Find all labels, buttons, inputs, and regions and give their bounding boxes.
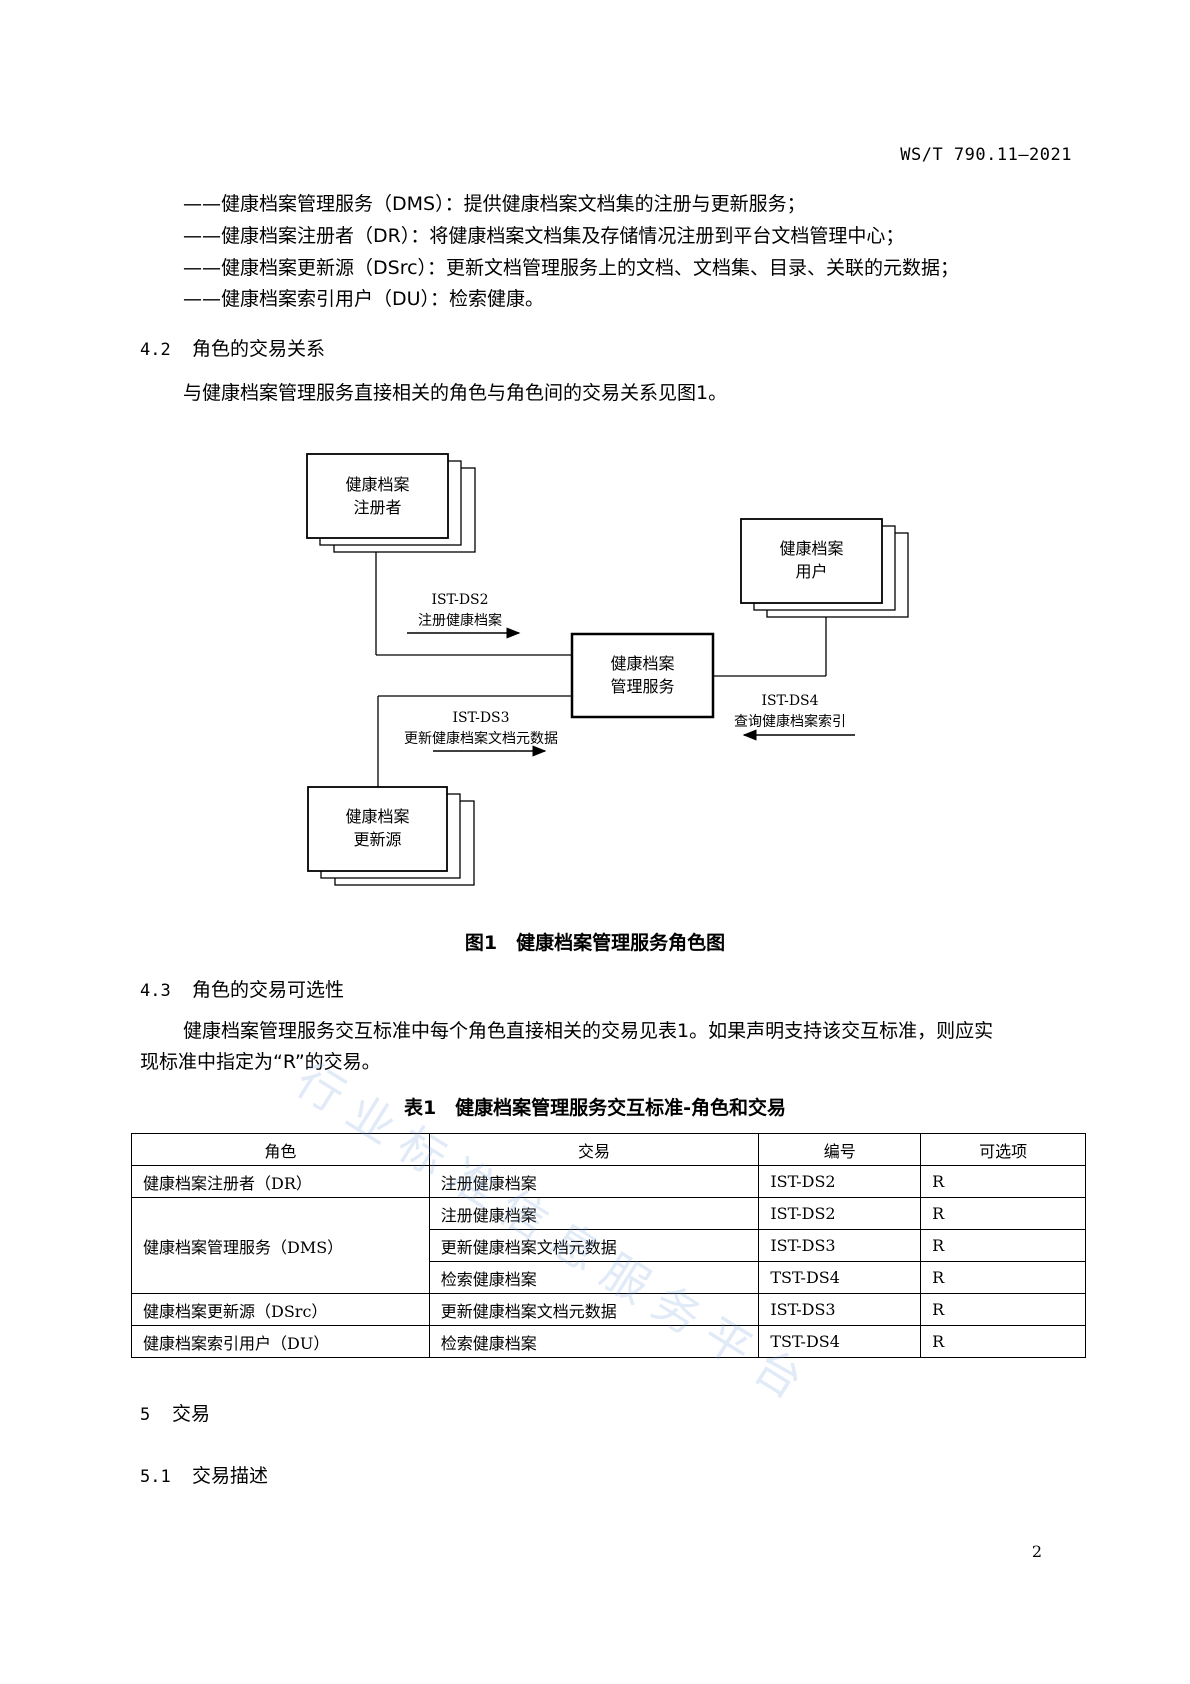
arrow-ds2-code: IST-DS2	[431, 592, 489, 608]
box-updater	[307, 786, 475, 886]
box-service	[570, 632, 715, 719]
section-title: 角色的交易可选性	[192, 979, 345, 1001]
arrow-ds3-code: IST-DS3	[452, 710, 510, 726]
user-label-line2: 用户	[795, 562, 828, 581]
table-row: 健康档案更新源（DSrc） 更新健康档案文档元数据 IST-DS3 R	[131, 1293, 1086, 1326]
cell-role: 健康档案注册者（DR）	[131, 1165, 430, 1198]
role-diagram	[306, 453, 909, 886]
registrar-label: 健康档案 注册者	[307, 473, 448, 519]
cell-option: R	[920, 1293, 1086, 1326]
table-row: 更新健康档案文档元数据 IST-DS3 R	[132, 1229, 1086, 1262]
figure-caption: 图1 健康档案管理服务角色图	[464, 932, 726, 954]
cell-option: R	[920, 1165, 1086, 1198]
section-4-2-paragraph: 与健康档案管理服务直接相关的角色与角色间的交易关系见图1。	[183, 382, 728, 404]
definition-dsrc: ——健康档案更新源（DSrc）：更新文档管理服务上的文档、文档集、目录、关联的元…	[183, 257, 960, 279]
registrar-label-line2: 注册者	[353, 498, 402, 517]
section-number: 5	[140, 1405, 151, 1425]
updater-label: 健康档案 更新源	[308, 805, 447, 851]
service-label-line1: 健康档案	[610, 654, 675, 673]
arrow-ds4-code: IST-DS4	[761, 693, 819, 709]
definition-dr: ——健康档案注册者（DR）：将健康档案文档集及存储情况注册到平台文档管理中心；	[183, 225, 905, 247]
cell-transaction: 更新健康档案文档元数据	[428, 1229, 760, 1262]
cell-transaction: 注册健康档案	[428, 1197, 760, 1230]
cell-code: TST-DS4	[758, 1325, 922, 1358]
definition-dms: ——健康档案管理服务（DMS）：提供健康档案文档集的注册与更新服务；	[183, 193, 806, 215]
section-5-heading: 5 交易	[140, 1399, 210, 1426]
cell-option: R	[920, 1197, 1086, 1230]
box-registrar	[306, 453, 476, 553]
table-header-row: 角色 交易 编号 可选项	[131, 1133, 1086, 1166]
cell-code: IST-DS3	[758, 1229, 922, 1262]
service-label: 健康档案 管理服务	[572, 652, 713, 698]
cell-transaction: 检索健康档案	[428, 1325, 760, 1358]
registrar-label-line1: 健康档案	[345, 475, 410, 494]
section-number: 4.2	[140, 340, 171, 360]
document-code: WS/T 790.11—2021	[900, 145, 1072, 165]
arrow-ds4-label: 查询健康档案索引	[734, 714, 846, 730]
cell-option: R	[920, 1325, 1086, 1358]
user-label-line1: 健康档案	[779, 539, 844, 558]
user-label: 健康档案 用户	[741, 537, 882, 583]
section-4-3-paragraph-line1: 健康档案管理服务交互标准中每个角色直接相关的交易见表1。如果声明支持该交互标准，…	[183, 1020, 994, 1042]
section-5-1-heading: 5.1 交易描述	[140, 1461, 268, 1488]
cell-code: IST-DS2	[758, 1197, 922, 1230]
updater-label-line1: 健康档案	[345, 807, 410, 826]
cell-option: R	[920, 1229, 1086, 1262]
arrow-ds3-label: 更新健康档案文档元数据	[404, 731, 558, 747]
table-row: 健康档案注册者（DR） 注册健康档案 IST-DS2 R	[131, 1165, 1086, 1198]
cell-role: 健康档案索引用户（DU）	[131, 1325, 430, 1358]
box-user	[740, 518, 909, 618]
table-row: 检索健康档案 TST-DS4 R	[132, 1261, 1086, 1294]
section-number: 5.1	[140, 1467, 171, 1487]
cell-option: R	[920, 1261, 1086, 1294]
section-title: 角色的交易关系	[192, 338, 326, 360]
section-title: 交易	[172, 1403, 211, 1425]
definition-du: ——健康档案索引用户（DU）：检索健康。	[183, 288, 545, 310]
arrow-ds2-label: 注册健康档案	[418, 613, 502, 629]
page-number: 2	[1031, 1542, 1042, 1561]
roles-transactions-table: 角色 交易 编号 可选项 健康档案注册者（DR） 注册健康档案 IST-DS2 …	[131, 1133, 1086, 1358]
table-caption: 表1 健康档案管理服务交互标准-角色和交易	[403, 1097, 787, 1119]
updater-label-line2: 更新源	[353, 830, 402, 849]
table-row: 健康档案管理服务（DMS） 注册健康档案 IST-DS2 R	[131, 1197, 1086, 1294]
section-title: 交易描述	[192, 1465, 269, 1487]
section-4-3-heading: 4.3 角色的交易可选性	[140, 975, 344, 1002]
table-row: 健康档案索引用户（DU） 检索健康档案 TST-DS4 R	[131, 1325, 1086, 1358]
section-4-3-paragraph-line2: 现标准中指定为“R”的交易。	[140, 1051, 381, 1073]
header-code: 编号	[758, 1133, 922, 1166]
header-option: 可选项	[920, 1133, 1086, 1166]
section-number: 4.3	[140, 981, 171, 1001]
cell-code: TST-DS4	[758, 1261, 922, 1294]
service-label-line2: 管理服务	[610, 677, 675, 696]
header-transaction: 交易	[428, 1133, 760, 1166]
cell-role: 健康档案管理服务（DMS）	[131, 1197, 430, 1294]
section-4-2-heading: 4.2 角色的交易关系	[140, 334, 325, 361]
cell-code: IST-DS3	[758, 1293, 922, 1326]
cell-role: 健康档案更新源（DSrc）	[131, 1293, 430, 1326]
cell-code: IST-DS2	[758, 1165, 922, 1198]
